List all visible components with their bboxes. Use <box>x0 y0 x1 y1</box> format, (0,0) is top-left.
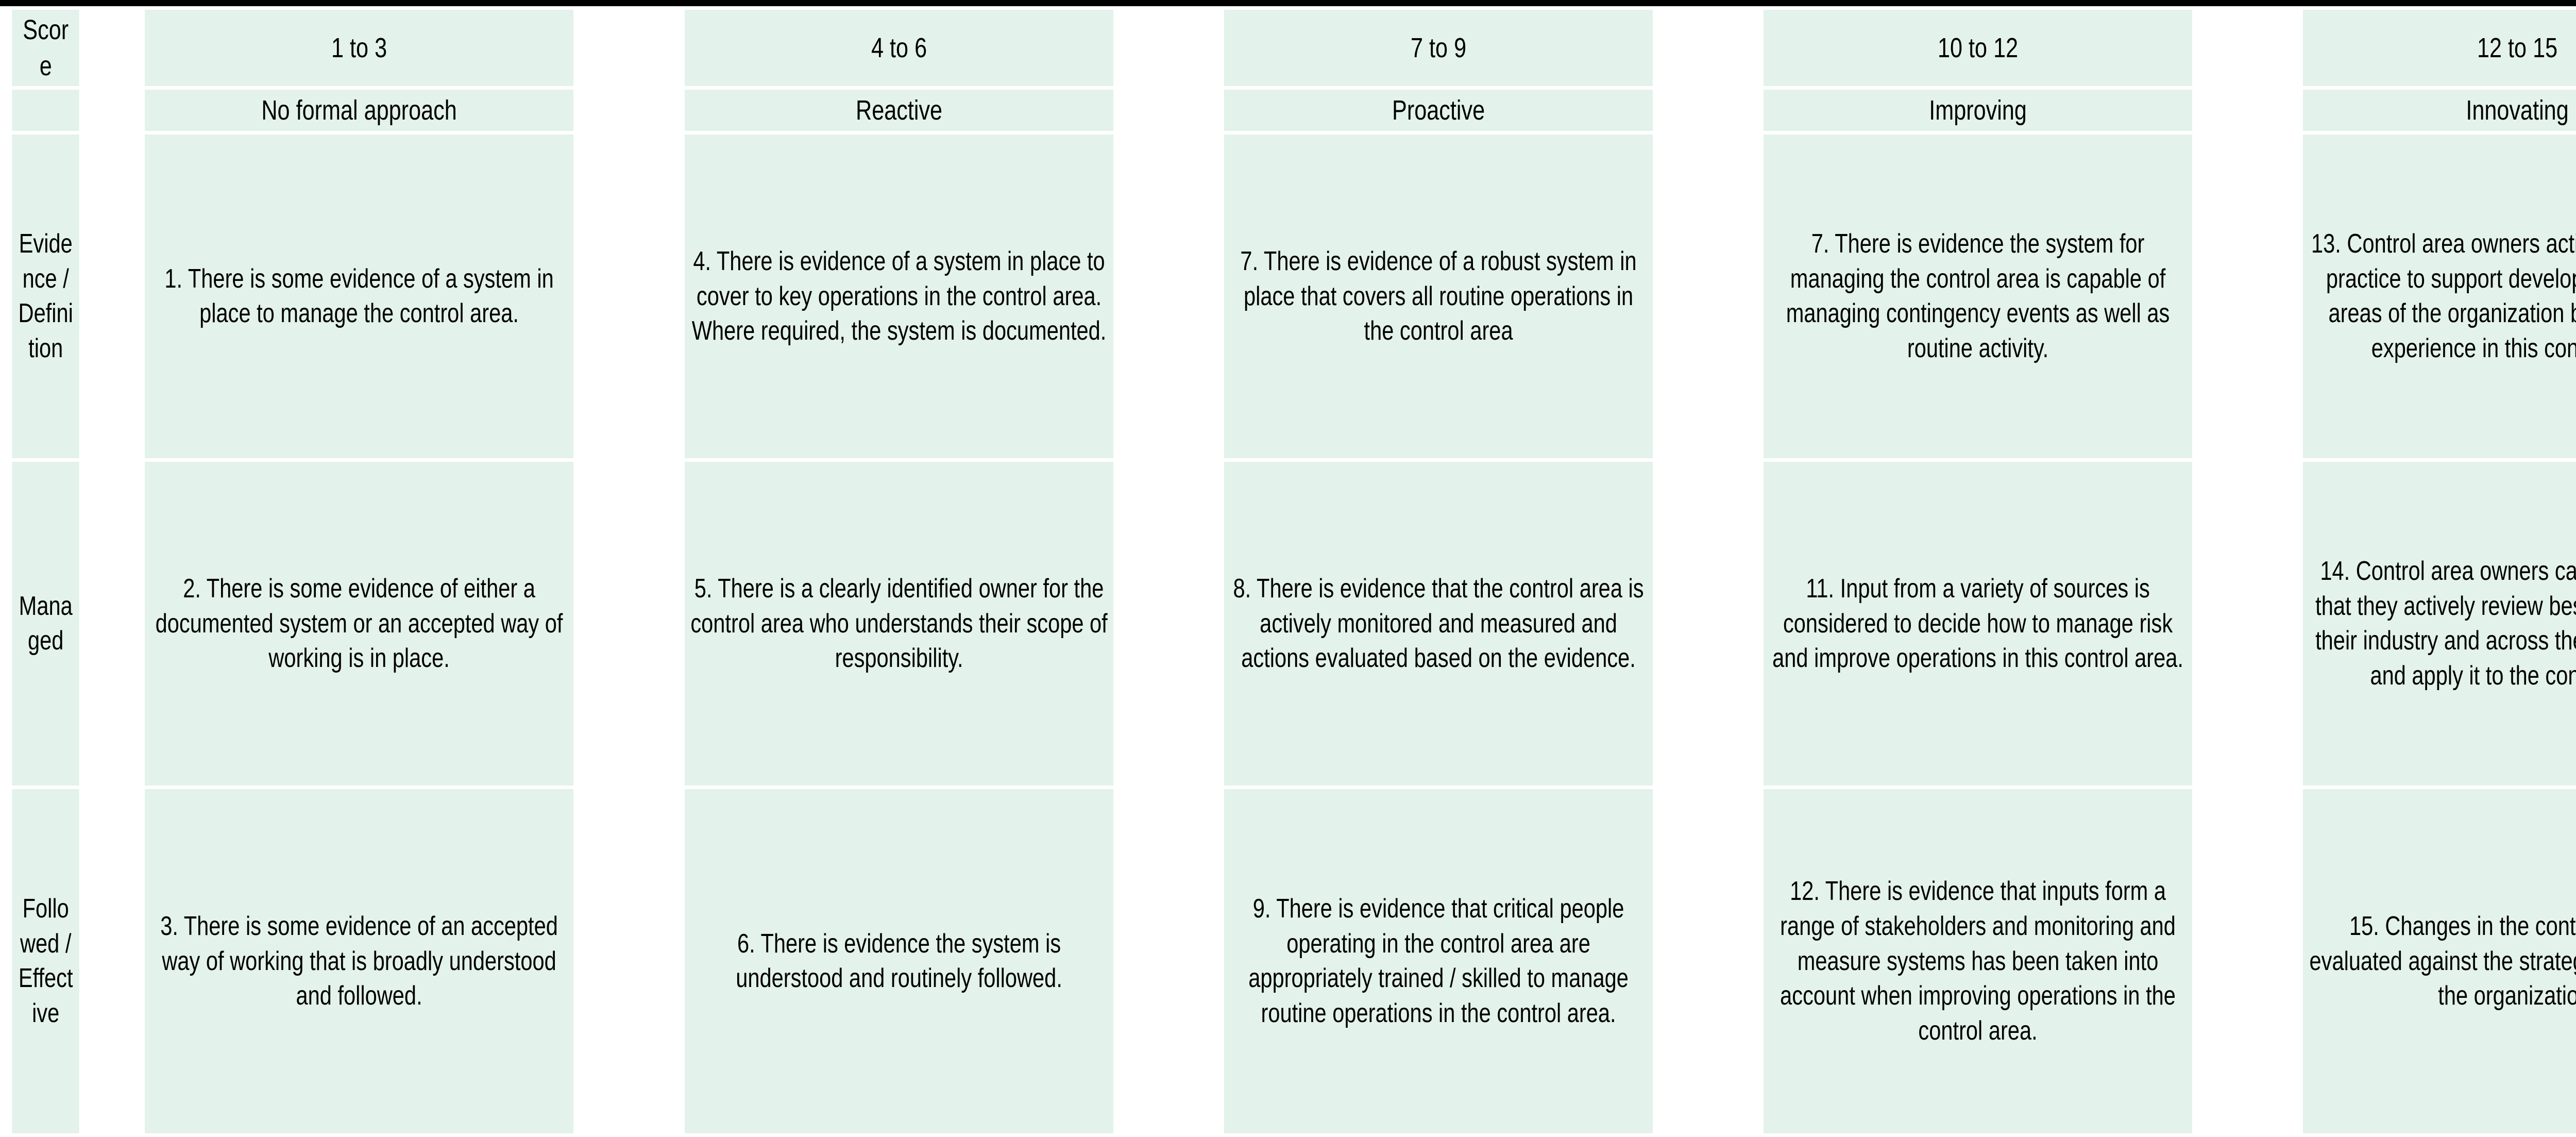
maturity-assessment-table: Score 1 to 3 4 to 6 7 to 9 10 to 12 12 t… <box>0 6 2576 1137</box>
cell-followed-15: 15. Changes in the control area are eval… <box>2302 789 2576 1134</box>
table-row-evidence-definition: Evidence / Definition 1. There is some e… <box>4 135 2576 459</box>
header-maturity-level-2: Reactive <box>684 90 1113 131</box>
cell-followed-6: 6. There is evidence the system is under… <box>684 789 1113 1134</box>
cell-evidence-10: 7. There is evidence the system for mana… <box>1763 135 2192 459</box>
cell-managed-14: 14. Control area owners can demonstrate … <box>2302 462 2576 786</box>
row-label-managed: Managed <box>12 462 80 786</box>
maturity-matrix: Score 1 to 3 4 to 6 7 to 9 10 to 12 12 t… <box>0 6 2576 1137</box>
cell-managed-5: 5. There is a clearly identified owner f… <box>684 462 1113 786</box>
table-row-managed: Managed 2. There is some evidence of eit… <box>4 462 2576 786</box>
header-score-band-4: 10 to 12 <box>1763 10 2192 87</box>
cell-evidence-13: 13. Control area owners actively share b… <box>2302 135 2576 459</box>
header-score-band-5: 12 to 15 <box>2302 10 2576 87</box>
table-row-followed-effective: Followed / Effective 3. There is some ev… <box>4 789 2576 1134</box>
header-score-band-3: 7 to 9 <box>1224 10 1653 87</box>
row-label-followed-effective: Followed / Effective <box>12 789 80 1134</box>
header-maturity-corner-blank <box>12 90 80 131</box>
header-maturity-level-3: Proactive <box>1224 90 1653 131</box>
cell-followed-3: 3. There is some evidence of an accepted… <box>145 789 574 1134</box>
cell-managed-8: 8. There is evidence that the control ar… <box>1224 462 1653 786</box>
table-row-score-bands: Score 1 to 3 4 to 6 7 to 9 10 to 12 12 t… <box>4 10 2576 87</box>
header-maturity-level-5: Innovating <box>2302 90 2576 131</box>
cell-followed-12: 12. There is evidence that inputs form a… <box>1763 789 2192 1134</box>
header-maturity-level-4: Improving <box>1763 90 2192 131</box>
header-maturity-level-1: No formal approach <box>145 90 574 131</box>
header-score-corner: Score <box>12 10 80 87</box>
cell-followed-9: 9. There is evidence that critical peopl… <box>1224 789 1653 1134</box>
row-label-evidence-definition: Evidence / Definition <box>12 135 80 459</box>
cell-evidence-1: 1. There is some evidence of a system in… <box>145 135 574 459</box>
cell-evidence-7: 7. There is evidence of a robust system … <box>1224 135 1653 459</box>
header-score-band-1: 1 to 3 <box>145 10 574 87</box>
cell-evidence-4: 4. There is evidence of a system in plac… <box>684 135 1113 459</box>
table-row-maturity-levels: No formal approach Reactive Proactive Im… <box>4 90 2576 131</box>
header-score-band-2: 4 to 6 <box>684 10 1113 87</box>
cell-managed-2: 2. There is some evidence of either a do… <box>145 462 574 786</box>
cell-managed-11: 11. Input from a variety of sources is c… <box>1763 462 2192 786</box>
